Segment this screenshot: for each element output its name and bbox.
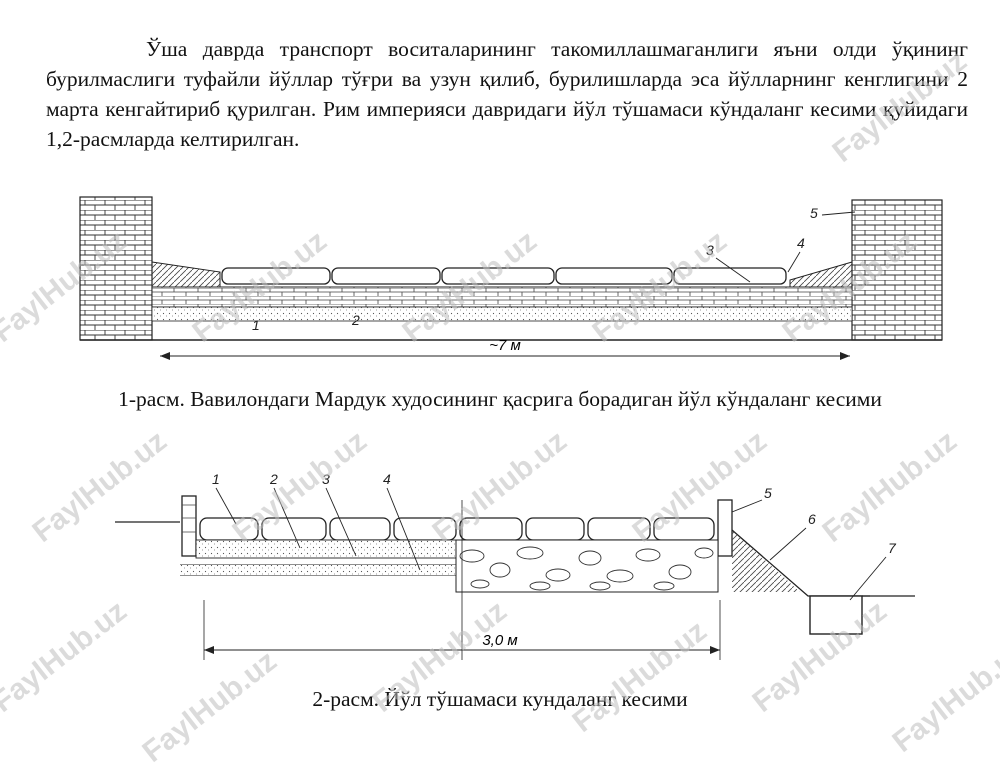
fig2-label-3: 3: [322, 471, 330, 487]
figure-2-road-cross-section: 3,0 м 1 2 3 4 5 6 7: [115, 471, 915, 660]
dimension-label-1: ~7 м: [489, 337, 521, 354]
fig1-label-2: 2: [351, 312, 360, 328]
ditch: [809, 595, 863, 635]
fig1-label-5: 5: [810, 205, 818, 221]
fig1-label-3: 3: [706, 242, 714, 258]
fig2-label-5: 5: [764, 485, 772, 501]
fig2-label-4: 4: [383, 471, 391, 487]
fig2-label-6: 6: [808, 511, 816, 527]
fig2-label-7: 7: [888, 540, 897, 556]
figure-2-caption: 2-расм. Йўл тўшамаси кундаланг кесими: [312, 687, 688, 711]
fig2-label-1: 1: [212, 471, 220, 487]
fig1-label-1: 1: [252, 317, 260, 333]
brick-base: [151, 286, 853, 308]
fig2-label-2: 2: [269, 471, 278, 487]
paving-slabs: [221, 267, 787, 285]
figure-1-caption: 1-расм. Вавилондаги Мардук худосининг қа…: [118, 387, 882, 411]
fig1-label-4: 4: [797, 235, 805, 251]
body-paragraph: Ўша даврда транспорт воситаларининг тако…: [46, 37, 968, 151]
right-wall: [851, 199, 943, 341]
figure-1-road-cross-section: ~7 м 1 2 3 4 5: [79, 196, 943, 660]
left-wall: [79, 196, 153, 341]
dimension-label-2: 3,0 м: [482, 632, 517, 649]
